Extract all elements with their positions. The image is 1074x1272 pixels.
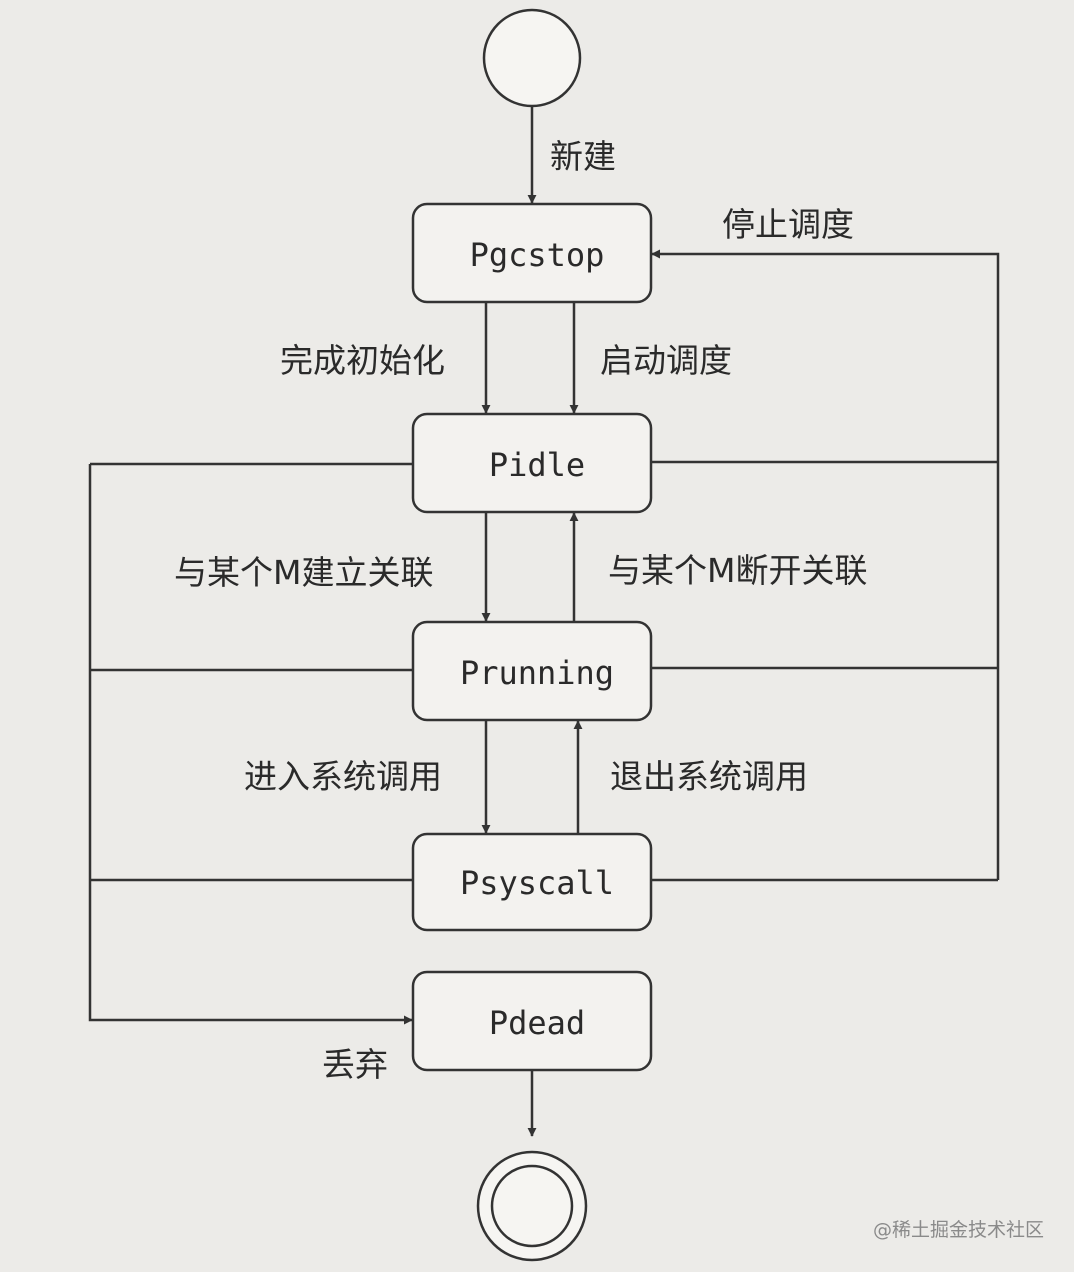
label-unbind-m: 与某个M断开关联 — [608, 551, 867, 590]
label-enter-syscall: 进入系统调用 — [244, 757, 442, 796]
label-bind-m: 与某个M建立关联 — [174, 553, 433, 592]
state-prunning-label: Prunning — [460, 654, 614, 692]
label-start-schedule: 启动调度 — [600, 341, 732, 380]
state-psyscall-label: Psyscall — [460, 864, 614, 902]
state-pgcstop-label: Pgcstop — [470, 236, 605, 274]
label-exit-syscall: 退出系统调用 — [610, 757, 808, 796]
label-create: 新建 — [550, 137, 616, 176]
label-stop-schedule: 停止调度 — [722, 205, 854, 244]
final-node — [476, 1150, 588, 1262]
state-pdead-label: Pdead — [489, 1004, 585, 1042]
state-psyscall-box — [411, 832, 653, 932]
label-init-done: 完成初始化 — [280, 341, 445, 380]
edge-discard — [88, 462, 413, 1025]
state-pgcstop-box — [411, 202, 653, 304]
initial-node — [482, 8, 582, 108]
watermark-text: @稀土掘金技术社区 — [873, 1219, 1044, 1241]
label-discard: 丢弃 — [322, 1045, 388, 1084]
edge-stop-schedule — [651, 249, 1000, 882]
state-pidle-label: Pidle — [489, 446, 585, 484]
